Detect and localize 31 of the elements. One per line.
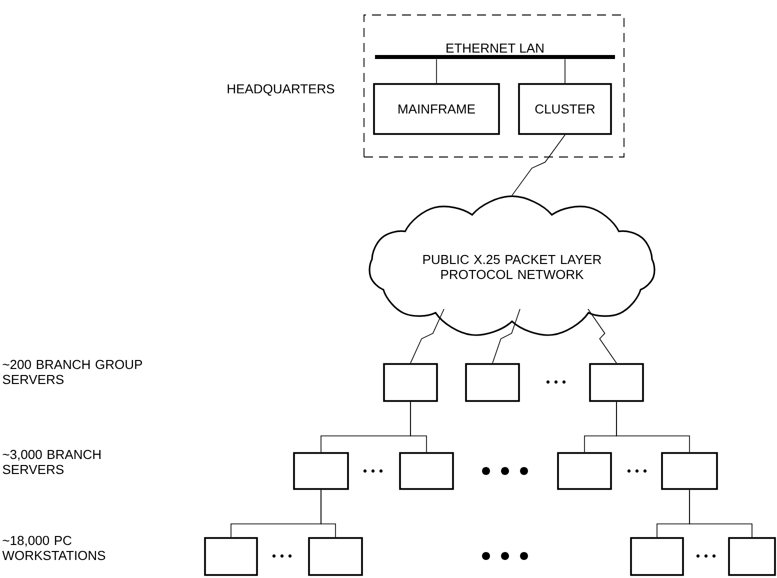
tier-label: ~200 BRANCH GROUP SERVERS [2, 360, 142, 384]
network-cloud: PUBLIC X.25 PACKET LAYER PROTOCOL NETWORK [368, 195, 656, 336]
server-box [630, 537, 684, 576]
server-box [204, 537, 258, 576]
computer-box: CLUSTER [518, 83, 612, 135]
connector-line [564, 58, 566, 84]
zigzag-link [492, 308, 520, 364]
tree-connector [410, 402, 427, 452]
server-box [308, 537, 363, 576]
tree-connector [689, 490, 752, 538]
server-box [293, 452, 349, 490]
zigzag-link [512, 134, 566, 196]
server-box [383, 363, 438, 402]
node-label: ETHERNET LAN [446, 44, 544, 53]
zigzag-link [588, 308, 617, 364]
connector-line [436, 58, 437, 84]
tier-label: ~3,000 BRANCH SERVERS [2, 450, 100, 474]
server-box [589, 363, 644, 402]
zigzag-link [410, 308, 444, 364]
server-box [728, 537, 776, 576]
network-bus: ETHERNET LAN [375, 44, 615, 59]
server-box [465, 363, 520, 402]
dashed-boundary [364, 14, 624, 158]
tier-label: HEADQUARTERS [228, 84, 334, 96]
tier-label: ~18,000 PC WORKSTATIONS [2, 536, 106, 560]
server-box [399, 452, 454, 490]
tree-connector [616, 402, 690, 452]
computer-box: MAINFRAME [373, 83, 500, 135]
server-box [661, 452, 718, 490]
server-box [557, 452, 612, 490]
tree-connector [320, 490, 336, 538]
